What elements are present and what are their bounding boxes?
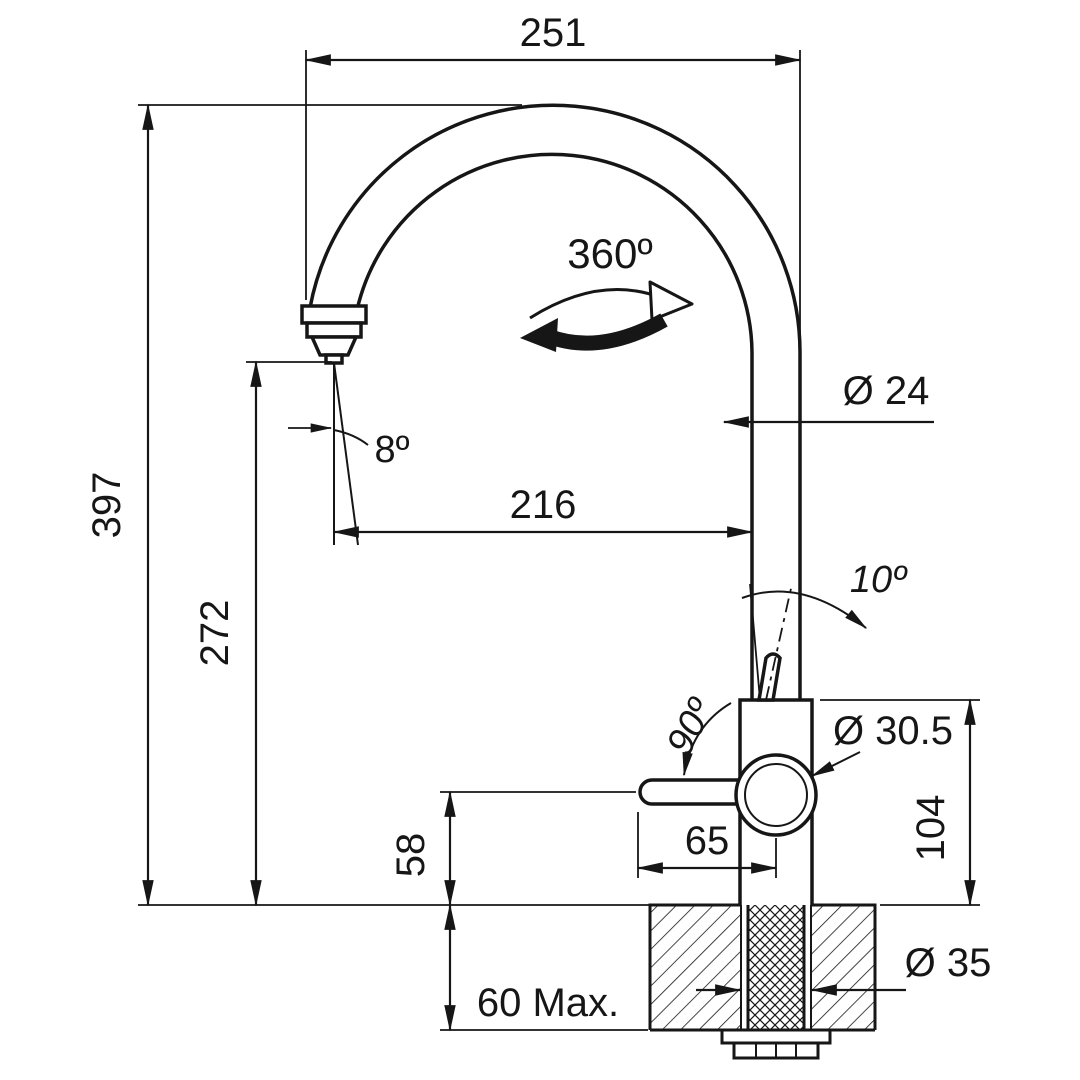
label-outlet-angle: 8º — [374, 429, 409, 471]
spout-outer-arc — [308, 103, 802, 353]
rotation-ribbon-bottom — [545, 313, 668, 351]
label-lever-tilt-angle: 10º — [850, 559, 908, 601]
spout-gooseneck — [308, 103, 802, 700]
countertop-hatch-left — [650, 905, 741, 1030]
rotation-ribbon-top — [529, 288, 663, 320]
label-overall-width: 251 — [520, 11, 587, 55]
dim-body-height: 104 — [820, 698, 980, 907]
dim-countertop-thickness: 60 Max. — [440, 903, 648, 1032]
label-countertop-thickness-max: 60 Max. — [477, 981, 619, 1025]
washer — [720, 1028, 832, 1045]
dim-lever-swing-angle: 90º — [659, 691, 732, 777]
shank-thread-pattern — [748, 905, 804, 1030]
dim-lever-height: 58 — [389, 790, 636, 907]
countertop-hatch-right — [811, 905, 875, 1030]
dim-lever-length: 65 — [636, 812, 778, 878]
rotation-arrowhead-left — [520, 318, 558, 352]
spout-head-body — [305, 321, 363, 339]
label-lever-swing-angle: 90º — [659, 691, 723, 762]
label-mounting-hole-diameter: Ø 35 — [905, 941, 992, 985]
mounting-nut — [720, 1028, 832, 1060]
label-overall-height: 397 — [85, 472, 129, 539]
label-lever-height: 58 — [389, 833, 433, 878]
dim-outlet-angle: 8º — [288, 423, 410, 471]
lever-stick — [756, 652, 782, 702]
spout-head — [300, 304, 368, 365]
control-lever — [756, 652, 782, 702]
label-body-height: 104 — [909, 795, 953, 862]
countertop-section — [648, 903, 877, 1032]
label-body-diameter: Ø 30.5 — [833, 709, 953, 753]
label-spout-reach: 216 — [510, 483, 577, 527]
rotation-symbol: 360º — [520, 230, 694, 352]
dim-mounting-hole-diameter: Ø 35 — [696, 941, 992, 996]
threaded-shank — [746, 905, 806, 1030]
dim-spout-reach: 216 — [332, 483, 754, 538]
handle-joint — [734, 753, 818, 837]
spout-head-collar — [300, 304, 368, 325]
label-swivel-rotation: 360º — [567, 230, 652, 277]
dim-outlet-height: 272 — [193, 360, 332, 907]
dim-spout-tube-diameter: Ø 24 — [722, 369, 934, 428]
dim-body-diameter: Ø 30.5 — [810, 709, 953, 777]
dim-overall-width: 251 — [304, 11, 802, 348]
dim-lever-tilt-angle: 10º — [741, 559, 908, 701]
water-stream-lines — [333, 362, 359, 546]
label-lever-length: 65 — [685, 819, 730, 863]
stream-angled-line — [333, 362, 359, 546]
joint-outer-ring — [734, 753, 818, 837]
rotation-arrowhead-right — [648, 280, 694, 322]
joint-inner-ring — [744, 763, 808, 827]
dim-overall-height: 397 — [85, 103, 650, 907]
spout-inner-arc — [355, 152, 754, 353]
label-spout-tube-diameter: Ø 24 — [843, 369, 930, 413]
nut-ticks — [755, 1043, 797, 1058]
spout-head-taper — [309, 335, 359, 357]
label-outlet-height: 272 — [193, 600, 237, 667]
